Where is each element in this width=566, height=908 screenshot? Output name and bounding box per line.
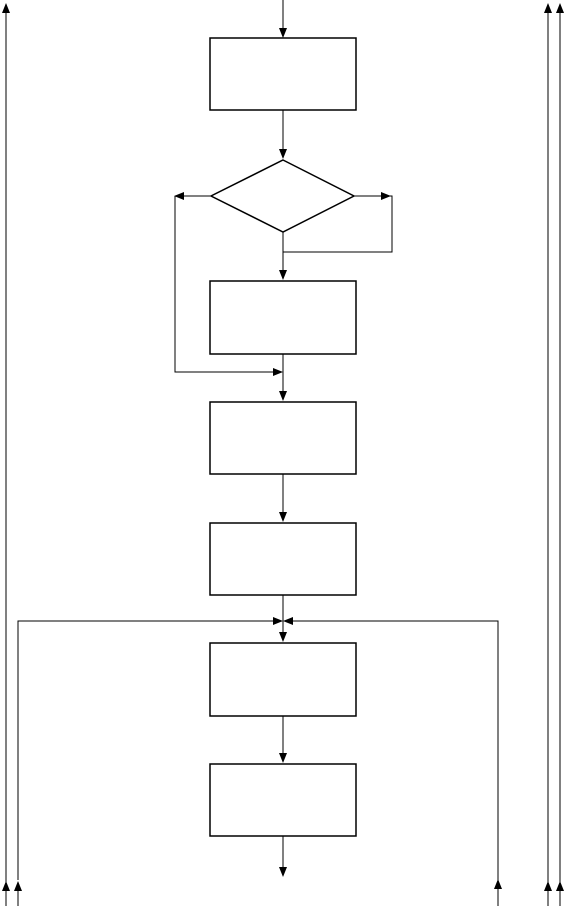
process-box-4 bbox=[209, 522, 357, 596]
decision-diamond bbox=[209, 159, 356, 233]
process-box-2 bbox=[209, 280, 357, 355]
process-box-6 bbox=[209, 763, 357, 837]
process-box-1 bbox=[209, 37, 357, 111]
left-return-merge-line bbox=[17, 617, 283, 880]
decision-right-loop-line bbox=[283, 195, 393, 253]
process-box-5 bbox=[209, 642, 357, 717]
decision-left-bypass-line bbox=[174, 196, 248, 373]
process-box-3 bbox=[209, 401, 357, 475]
right-return-merge-line bbox=[283, 617, 499, 880]
